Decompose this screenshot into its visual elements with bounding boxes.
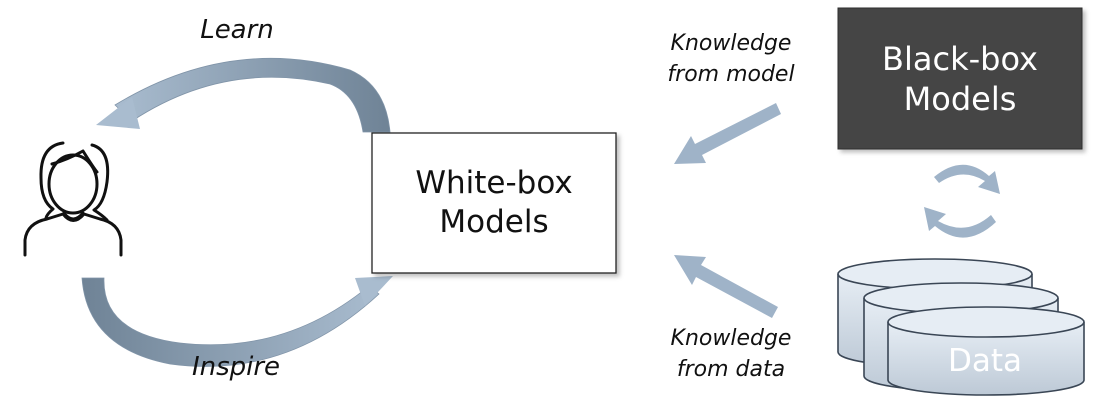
white-box-models-box [371,132,617,274]
black-box-line1: Black-box [882,39,1038,78]
database-icon [837,258,1085,396]
knowledge-from-model-label: Knowledge from model [646,28,816,90]
black-box-line2: Models [903,79,1017,118]
inspire-arrow [81,276,393,367]
knowledge-from-model-arrow [674,103,781,164]
knowledge-from-data-arrow [674,255,778,318]
refresh-icon [924,164,1000,238]
data-label: Data [947,343,1023,379]
learn-label: Learn [200,15,274,45]
knowledge-from-model-line1: Knowledge [670,31,792,56]
white-box-line2: Models [439,204,549,240]
knowledge-from-data-label: Knowledge from data [646,323,816,385]
black-box-models-text: Black-box Models [838,8,1082,149]
black-box-models-box [837,7,1083,150]
person-icon [23,141,123,257]
white-box-line1: White-box [415,165,573,202]
white-box-models-text: White-box Models [372,133,616,273]
inspire-label: Inspire [191,352,281,382]
knowledge-from-model-line2: from model [667,62,795,87]
knowledge-from-data-line1: Knowledge [670,326,792,351]
learn-arrow [96,57,391,133]
knowledge-from-data-line2: from data [676,357,786,382]
